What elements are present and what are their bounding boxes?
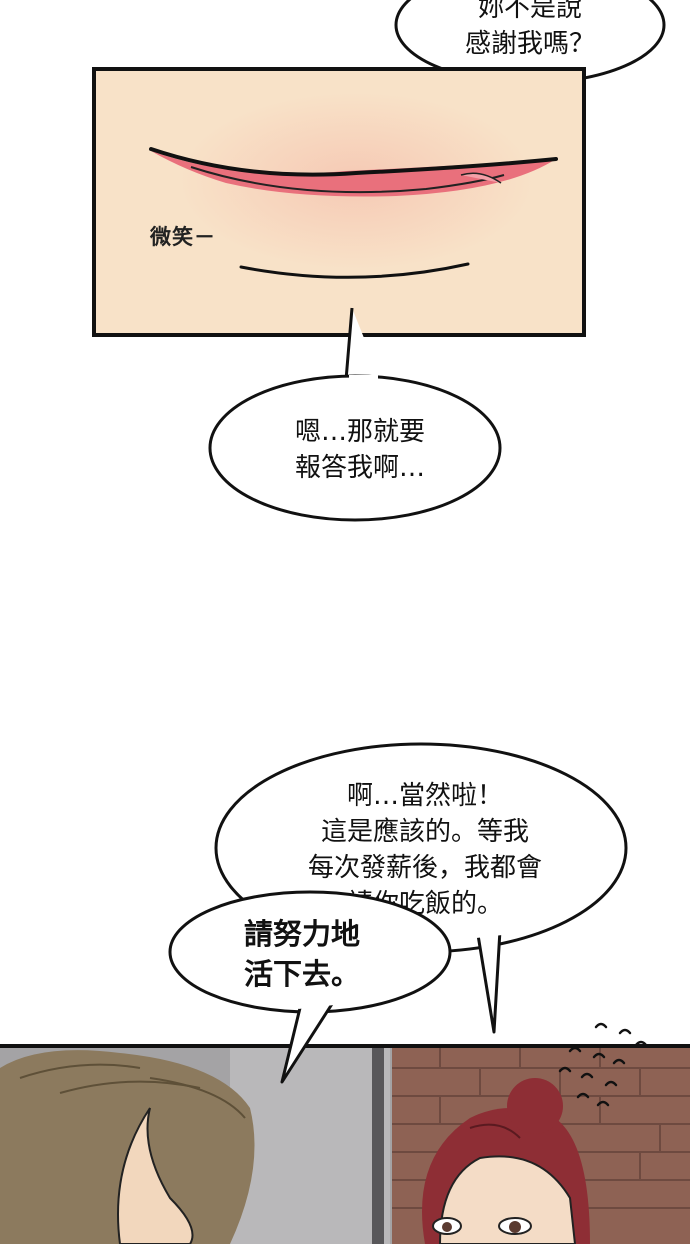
lips-panel: 微笑－: [92, 67, 586, 337]
bubble-front-line-1: 請努力地: [244, 917, 361, 951]
bubble-top-line-2: 感謝我嗎？: [464, 29, 595, 59]
lips-drawing: [149, 147, 558, 279]
bubble-middle-line-1: 嗯…那就要: [294, 417, 425, 447]
bubble-large-line-2: 這是應該的。等我: [320, 817, 529, 847]
bubble-middle-text: 嗯…那就要 報答我啊…: [255, 414, 465, 486]
bubble-large-line-1: 啊…當然啦！: [346, 781, 503, 811]
speech-bubble-middle: [208, 307, 502, 522]
smile-sfx: 微笑－: [150, 224, 216, 249]
sweat-marks: [558, 1022, 648, 1107]
bubble-top-text: 妳不是說 感謝我嗎？: [430, 0, 630, 62]
scene-drawing: [0, 1048, 690, 1244]
bubble-front-text: 請努力地 活下去。: [244, 914, 414, 994]
speech-bubble-front: [168, 890, 452, 1084]
bubble-top-line-1: 妳不是說: [477, 0, 582, 23]
bubble-front-line-2: 活下去。: [244, 957, 361, 991]
bubble-middle-line-2: 報答我啊…: [294, 453, 425, 483]
bubble-large-line-3: 每次發薪後，我都會: [307, 853, 542, 883]
street-scene: [0, 1044, 690, 1244]
